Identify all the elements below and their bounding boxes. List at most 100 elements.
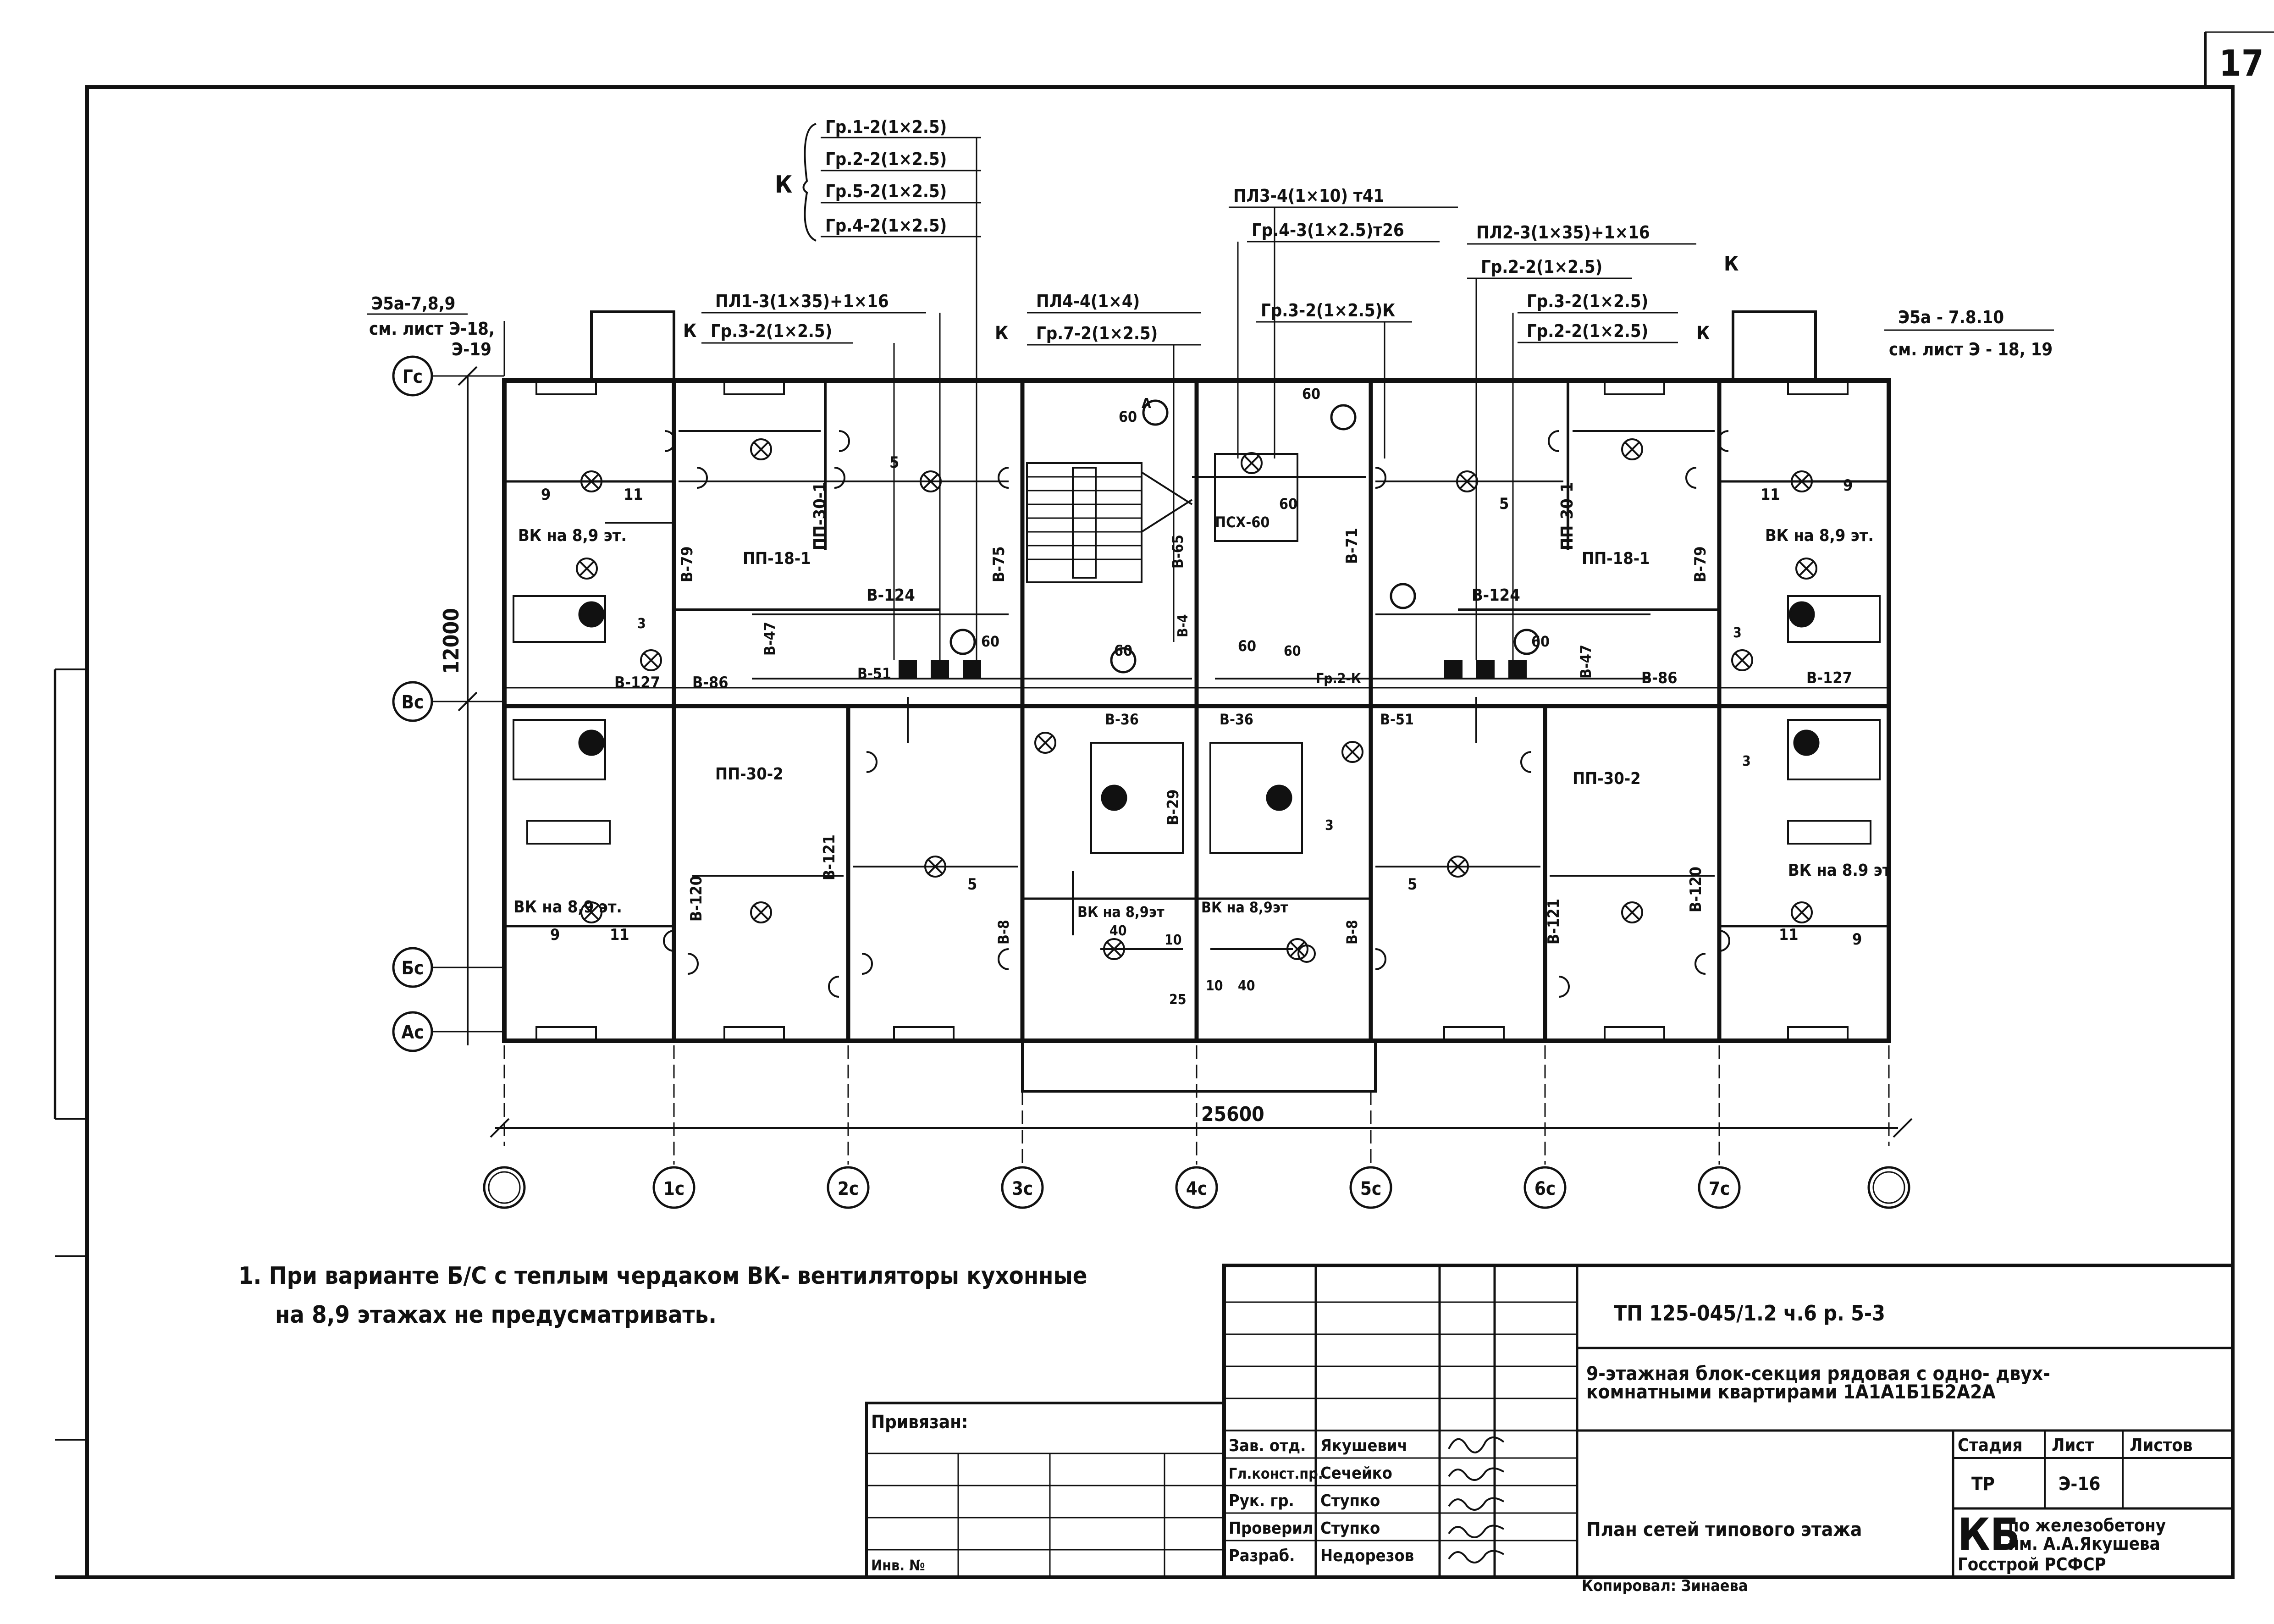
plan-label: А bbox=[1142, 396, 1151, 412]
plan-label: В-79 bbox=[678, 546, 696, 582]
plan-label: В-121 bbox=[820, 834, 839, 880]
plan-label: В-36 bbox=[1105, 711, 1139, 728]
plan-label: 25 bbox=[1169, 992, 1187, 1008]
axis-label-column: 2с bbox=[838, 1178, 859, 1199]
name: Недорезов bbox=[1320, 1547, 1414, 1565]
sheet-title: План сетей типового этажа bbox=[1586, 1518, 1862, 1541]
name: Якушевич bbox=[1320, 1436, 1407, 1455]
plan-label: В-86 bbox=[1641, 669, 1678, 687]
cable-label: Гр.3-2(1×2.5)К bbox=[1261, 300, 1395, 320]
title-line: 9-этажная блок-секция рядовая с одно- дв… bbox=[1586, 1362, 2050, 1385]
cable-label-mark: К bbox=[683, 320, 696, 342]
axis-label-row: Ас bbox=[401, 1022, 424, 1043]
plan-label: ПП-30-2 bbox=[1573, 769, 1641, 788]
plan-label: ПП-18-1 bbox=[743, 549, 811, 568]
plan-label: ВК на 8,9 эт. bbox=[513, 898, 622, 917]
linked-label: Привязан: bbox=[871, 1412, 968, 1433]
project-code: ТП 125-045/1.2 ч.6 р. 5-3 bbox=[1614, 1301, 1885, 1326]
plan-label: 60 bbox=[1302, 385, 1320, 403]
cable-label: ПЛ3-4(1×10) т41 bbox=[1233, 186, 1384, 206]
plan-label: 60 bbox=[1531, 633, 1550, 650]
plan-label: 60 bbox=[1119, 408, 1137, 425]
cable-label-mark: К bbox=[1696, 323, 1710, 344]
plan-label: 3 bbox=[1325, 818, 1334, 834]
cable-label-mark: К bbox=[775, 171, 792, 199]
plan-label: ВК на 8.9 эт bbox=[1788, 861, 1891, 880]
plan-label: В-86 bbox=[692, 674, 729, 692]
plan-label: 5 bbox=[1407, 875, 1417, 894]
ref-right: Э5а - 7.8.10 bbox=[1898, 307, 2004, 327]
notes: 1. При варианте Б/С с теплым чердаком ВК… bbox=[238, 1262, 1087, 1329]
plan-label: 40 bbox=[1109, 923, 1127, 939]
left-margin-marks bbox=[54, 668, 87, 1441]
plan-label: 3 bbox=[637, 616, 646, 632]
grid-axes: 25600 12000 Гс Вс Бс Ас 1с 2с 3с 4 bbox=[392, 355, 1913, 1209]
note-line: на 8,9 этажах не предусматривать. bbox=[275, 1301, 717, 1329]
plan-label: ПП-30-1 bbox=[1558, 482, 1577, 550]
stage-value: ТР bbox=[1971, 1474, 1995, 1495]
role: Разраб. bbox=[1229, 1547, 1295, 1565]
outlets bbox=[663, 430, 1730, 998]
plan-label: 3 bbox=[1742, 753, 1751, 769]
signature-scribble bbox=[1448, 1497, 1505, 1511]
plan-label: В-120 bbox=[1687, 867, 1705, 912]
plan-label: ВК на 8,9 эт. bbox=[518, 526, 627, 545]
ref-left: Э5а-7,8,9 bbox=[371, 293, 455, 314]
plan-label: В-51 bbox=[857, 665, 891, 682]
plan-label: 3 bbox=[1733, 625, 1742, 641]
axis-label-column: 5с bbox=[1360, 1178, 1381, 1199]
signature-scribble bbox=[1448, 1525, 1505, 1538]
signature-scribble bbox=[1448, 1436, 1505, 1453]
plan-label: В-75 bbox=[990, 546, 1008, 582]
role: Проверил bbox=[1229, 1519, 1314, 1538]
axis-label-row: Бс bbox=[402, 958, 424, 979]
plan-label: 9 bbox=[550, 926, 560, 944]
plan-label: В-47 bbox=[761, 622, 778, 656]
plan-label: В-65 bbox=[1169, 535, 1187, 569]
plan-label: В-8 bbox=[995, 920, 1012, 945]
org-line: по железобетону bbox=[2008, 1515, 2166, 1536]
plan-label: ПП-30-2 bbox=[715, 765, 784, 784]
org-line: Госстрой РСФСР bbox=[1958, 1554, 2106, 1574]
cable-label: Гр.4-3(1×2.5)т26 bbox=[1252, 220, 1404, 240]
axis-label-column: 4с bbox=[1186, 1178, 1207, 1199]
cable-label: Гр.3-2(1×2.5) bbox=[711, 321, 832, 341]
name: Ступко bbox=[1320, 1519, 1380, 1538]
floor-plan: ВК на 8,9 эт. ВК на 8,9 эт. ВК на 8,9 эт… bbox=[502, 310, 1891, 1093]
note-line: 1. При варианте Б/С с теплым чердаком ВК… bbox=[238, 1262, 1087, 1290]
plan-label: В-8 bbox=[1343, 920, 1361, 945]
plan-label: В-124 bbox=[867, 586, 915, 605]
sheet-number: 17 bbox=[2219, 43, 2264, 84]
plan-label: В-36 bbox=[1220, 711, 1253, 728]
cable-label: Гр.4-2(1×2.5) bbox=[825, 215, 947, 236]
cable-label: Гр.3-2(1×2.5) bbox=[1527, 291, 1648, 311]
plan-label: 10 bbox=[1206, 978, 1223, 994]
plan-label: ПП-18-1 bbox=[1582, 549, 1650, 568]
plan-label: 60 bbox=[1114, 642, 1132, 659]
cable-label: Гр.2-2(1×2.5) bbox=[825, 149, 947, 169]
axis-label-column: 1с bbox=[663, 1178, 684, 1199]
plan-label: 5 bbox=[967, 875, 977, 894]
plan-label: ПСХ-60 bbox=[1215, 514, 1269, 531]
plan-label: 11 bbox=[610, 926, 629, 944]
staircase bbox=[1026, 462, 1193, 583]
external-refs: Э5а-7,8,9 см. лист Э-18, Э-19 Э5а - 7.8.… bbox=[367, 293, 2054, 376]
width-dimension: 25600 bbox=[1201, 1103, 1264, 1126]
signature-scribble bbox=[1448, 1467, 1505, 1481]
plan-label: В-127 bbox=[614, 674, 660, 692]
axis-label-column: 6с bbox=[1534, 1178, 1556, 1199]
cable-label-mark: К bbox=[1724, 252, 1739, 276]
cable-label: Гр.7-2(1×2.5) bbox=[1036, 323, 1158, 343]
sheets-header: Листов bbox=[2130, 1435, 2193, 1455]
cable-labels: Гр.1-2(1×2.5) Гр.2-2(1×2.5) Гр.5-2(1×2.5… bbox=[683, 117, 1739, 669]
role: Рук. гр. bbox=[1229, 1491, 1294, 1510]
cable-label: ПЛ1-3(1×35)+1×16 bbox=[715, 291, 889, 311]
role: Гл.конст.пр. bbox=[1229, 1465, 1323, 1482]
name: Ступко bbox=[1320, 1491, 1380, 1510]
title-line: комнатными квартирами 1А1А1Б1Б2А2А bbox=[1586, 1381, 1996, 1403]
plan-label: 9 bbox=[1843, 476, 1853, 495]
plan-labels: ВК на 8,9 эт. ВК на 8,9 эт. ВК на 8,9 эт… bbox=[513, 385, 1891, 1008]
plan-label: В-120 bbox=[687, 876, 706, 922]
